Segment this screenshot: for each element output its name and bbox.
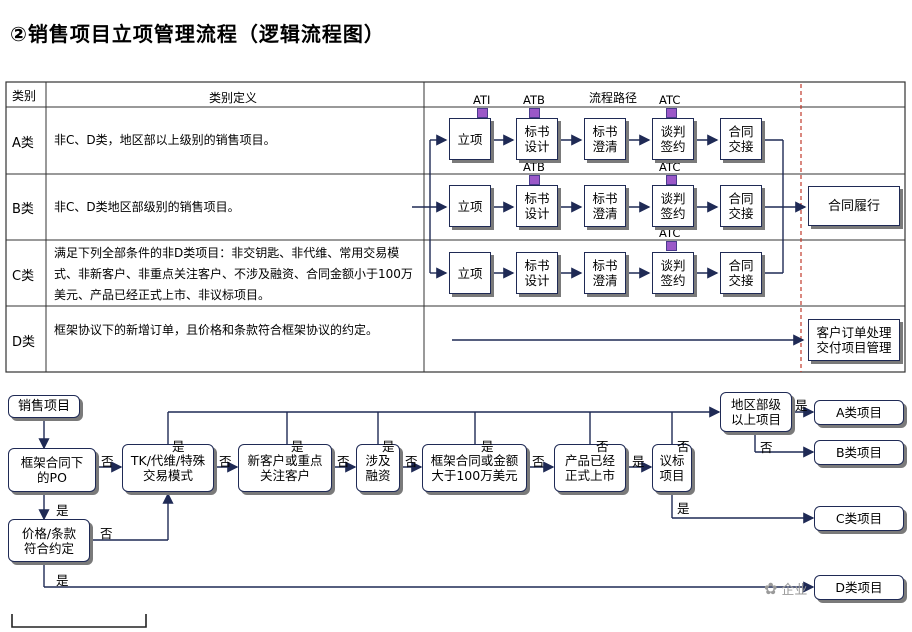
row-label-a: A类 [12,136,34,151]
row-def-a: 非C、D类，地区部以上级别的销售项目。 [54,133,276,147]
step-box-bid-clarify: 标书澄清 [584,118,626,160]
outcome-b: B类项目 [814,440,904,465]
gate-marker [529,108,540,118]
step-box-bid-clarify: 标书澄清 [584,252,626,294]
step-box-initiation: 立项 [449,185,491,227]
row-label-d: D类 [12,335,36,350]
label-no: 否 [337,454,350,469]
step-box-bid-clarify: 标书澄清 [584,185,626,227]
decision-new-customer: 新客户或重点关注客户 [238,444,332,492]
contract-fulfilment-box: 合同履行 [808,186,900,226]
step-box-handover: 合同交接 [720,252,762,294]
step-box-bid-design: 标书设计 [516,185,558,227]
row-def-b: 非C、D类地区部级别的销售项目。 [54,200,240,214]
decision-region: 地区部级以上项目 [720,392,792,432]
gate-label-atc: ATC [659,93,681,107]
step-box-negotiate: 谈判签约 [652,118,694,160]
header-path: 流程路径 [589,91,638,105]
gate-label-atb: ATB [523,93,545,107]
header-category: 类别 [12,89,37,103]
decision-bid: 议标项目 [652,444,692,492]
order-processing-box: 客户订单处理交付项目管理 [808,319,900,361]
label-yes: 是 [795,398,808,413]
gate-label-atb: ATB [523,160,545,174]
gate-marker [666,175,677,185]
start-node: 销售项目 [8,395,80,418]
step-box-negotiate: 谈判签约 [652,185,694,227]
label-yes: 是 [291,439,304,454]
row-label-c: C类 [12,269,35,284]
label-no: 否 [596,439,609,454]
outcome-c: C类项目 [814,506,904,531]
label-yes: 是 [172,439,185,454]
decision-frame-po: 框架合同下的PO [8,448,96,492]
row-label-b: B类 [12,202,34,217]
label-yes: 是 [56,503,69,518]
decision-launched: 产品已经正式上市 [554,444,626,492]
outcome-a: A类项目 [814,400,904,425]
gate-label-atc: ATC [659,226,681,240]
label-yes: 是 [56,573,69,588]
label-no: 否 [219,454,232,469]
wechat-icon: ✿ [764,579,778,598]
label-no: 否 [405,454,418,469]
label-yes: 是 [677,501,690,516]
decision-price: 价格/条款符合约定 [8,519,90,562]
row-def-c: 满足下列全部条件的非D类项目：非交钥匙、非代维、常用交易模式、非新客户、非重点关… [54,246,413,302]
step-box-handover: 合同交接 [720,185,762,227]
label-no: 否 [760,440,773,455]
label-no: 否 [100,526,113,541]
label-yes: 是 [382,439,395,454]
gate-marker [529,175,540,185]
row-def-d: 框架协议下的新增订单，且价格和条款符合框架协议的约定。 [54,323,379,337]
outcome-d: D类项目 [814,575,904,600]
gate-label-ati: ATI [473,93,491,107]
step-box-bid-design: 标书设计 [516,252,558,294]
label-yes: 是 [632,454,645,469]
gate-label-atc: ATC [659,160,681,174]
page-title: ②销售项目立项管理流程（逻辑流程图） [10,22,385,46]
gate-marker [477,108,488,118]
step-box-initiation: 立项 [449,252,491,294]
header-definition: 类别定义 [209,91,258,105]
decision-tk: TK/代维/特殊交易模式 [122,444,214,492]
step-box-negotiate: 谈判签约 [652,252,694,294]
label-yes: 是 [481,439,494,454]
gate-marker [666,108,677,118]
label-no: 否 [532,454,545,469]
decision-amount: 框架合同或金额大于100万美元 [422,444,527,492]
decision-finance: 涉及融资 [356,444,400,492]
watermark: ✿ 企业 [764,579,808,598]
step-box-bid-design: 标书设计 [516,118,558,160]
label-no: 否 [101,454,114,469]
label-no: 否 [677,439,690,454]
gate-marker [666,241,677,251]
step-box-handover: 合同交接 [720,118,762,160]
step-box-initiation: 立项 [449,118,491,160]
